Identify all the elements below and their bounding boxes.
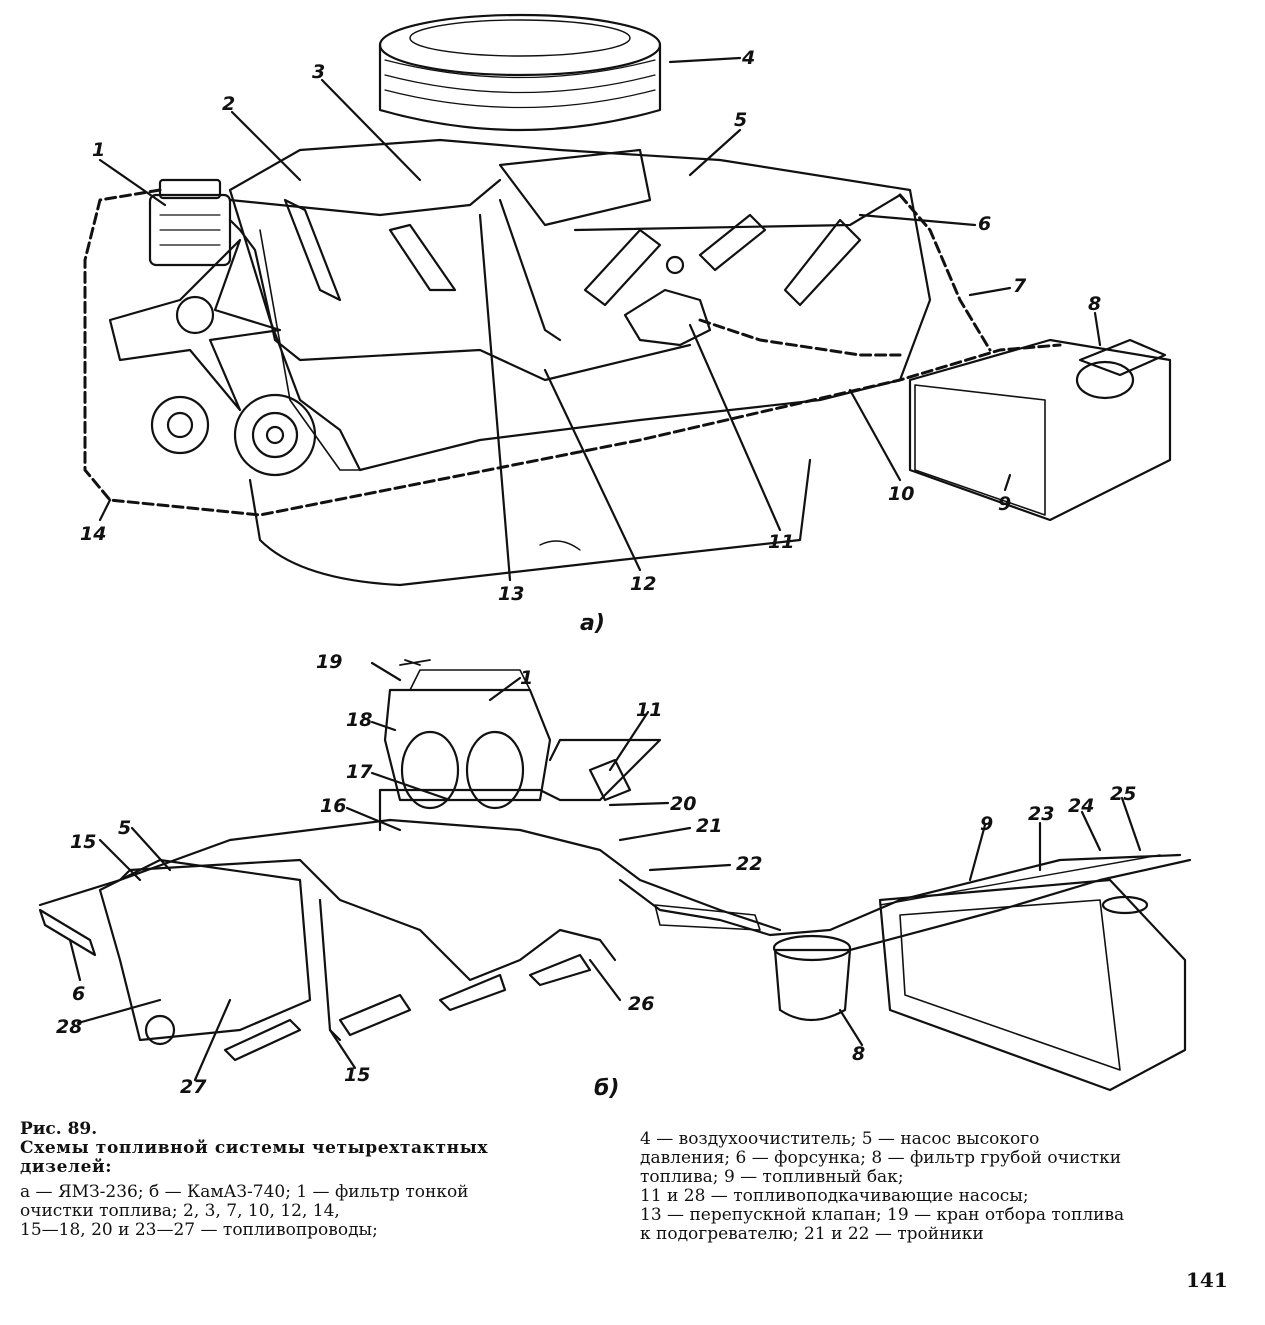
- caption-right-line-6: к подогревателю; 21 и 22 — тройники: [640, 1224, 984, 1244]
- callout-b-24: 24: [1068, 795, 1094, 817]
- engine-kamaz-740: [38, 659, 1192, 1092]
- callout-a-13: 13: [498, 583, 524, 605]
- caption-left-line-3: 15—18, 20 и 23—27 — топливопроводы;: [20, 1220, 378, 1240]
- callout-b-21: 21: [696, 815, 722, 837]
- callout-a-11: 11: [768, 531, 794, 553]
- subfigure-label-b: б): [594, 1076, 619, 1100]
- callout-b-18: 18: [346, 709, 372, 731]
- caption-right-line-3: топлива; 9 — топливный бак;: [640, 1167, 904, 1187]
- caption-right-line-4: 11 и 28 — топливоподкачивающие насосы;: [640, 1186, 1029, 1206]
- callout-a-8: 8: [1088, 293, 1101, 315]
- callout-b-27: 27: [180, 1076, 207, 1098]
- figure-caption-left: Рис. 89. Схемы топливной системы четырех…: [20, 1120, 600, 1240]
- callouts-a: 1 2 3 4 5 6 7 8 9 10 11 12 13 14 а): [80, 47, 1101, 636]
- callout-b-11: 11: [636, 699, 662, 721]
- figure-caption-right: 4 — воздухоочиститель; 5 — насос высоког…: [640, 1130, 1240, 1244]
- callout-a-12: 12: [630, 573, 656, 595]
- caption-right-line-2: давления; 6 — форсунка; 8 — фильтр грубо…: [640, 1148, 1122, 1168]
- caption-left-line-1: а — ЯМЗ-236; б — КамАЗ-740; 1 — фильтр т…: [20, 1182, 469, 1202]
- callout-a-9: 9: [998, 493, 1011, 515]
- caption-right-line-5: 13 — перепускной клапан; 19 — кран отбор…: [640, 1205, 1125, 1225]
- figure-title-line-1: Схемы топливной системы четырехтактных: [20, 1138, 489, 1158]
- caption-left-line-2: очистки топлива; 2, 3, 7, 10, 12, 14,: [20, 1201, 340, 1221]
- callout-b-17: 17: [346, 761, 373, 783]
- subfigure-label-a: а): [580, 611, 605, 636]
- callout-a-2: 2: [222, 93, 235, 115]
- callout-a-6: 6: [978, 213, 991, 235]
- callout-b-5: 5: [118, 817, 131, 839]
- callout-b-15-top: 15: [70, 831, 96, 853]
- callout-a-10: 10: [888, 483, 914, 505]
- fuel-system-diagram: 1 2 3 4 5 6 7 8 9 10 11 12 13 14 а) 19 1…: [38, 13, 1192, 1100]
- callout-b-20: 20: [670, 793, 696, 815]
- callout-b-1: 1: [520, 667, 533, 689]
- engine-yamz-236: [83, 13, 1172, 587]
- callout-a-14: 14: [80, 523, 106, 545]
- figure-89: 1 2 3 4 5 6 7 8 9 10 11 12 13 14 а) 19 1…: [38, 13, 1192, 1100]
- callout-a-1: 1: [92, 139, 105, 161]
- callout-b-28: 28: [56, 1016, 82, 1038]
- figure-number: Рис. 89.: [20, 1119, 98, 1139]
- callout-b-15-bottom: 15: [344, 1064, 370, 1086]
- callout-a-5: 5: [734, 109, 747, 131]
- callout-b-8: 8: [852, 1043, 865, 1065]
- figure-title-line-2: дизелей:: [20, 1157, 113, 1177]
- callout-b-6: 6: [72, 983, 85, 1005]
- callout-a-7: 7: [1013, 275, 1027, 297]
- callout-b-9: 9: [980, 813, 993, 835]
- callout-b-22: 22: [736, 853, 762, 875]
- page-number: 141: [1186, 1268, 1228, 1292]
- callout-b-25: 25: [1110, 783, 1136, 805]
- callout-b-19: 19: [316, 651, 342, 673]
- callout-a-3: 3: [312, 61, 325, 83]
- callout-b-26: 26: [628, 993, 654, 1015]
- callouts-b: 19 1 18 11 17 16 20 15 5 21 9 23 24 25 2…: [56, 651, 1136, 1100]
- callout-b-16: 16: [320, 795, 346, 817]
- caption-right-line-1: 4 — воздухоочиститель; 5 — насос высоког…: [640, 1129, 1040, 1149]
- callout-b-23: 23: [1028, 803, 1054, 825]
- callout-a-4: 4: [741, 47, 755, 69]
